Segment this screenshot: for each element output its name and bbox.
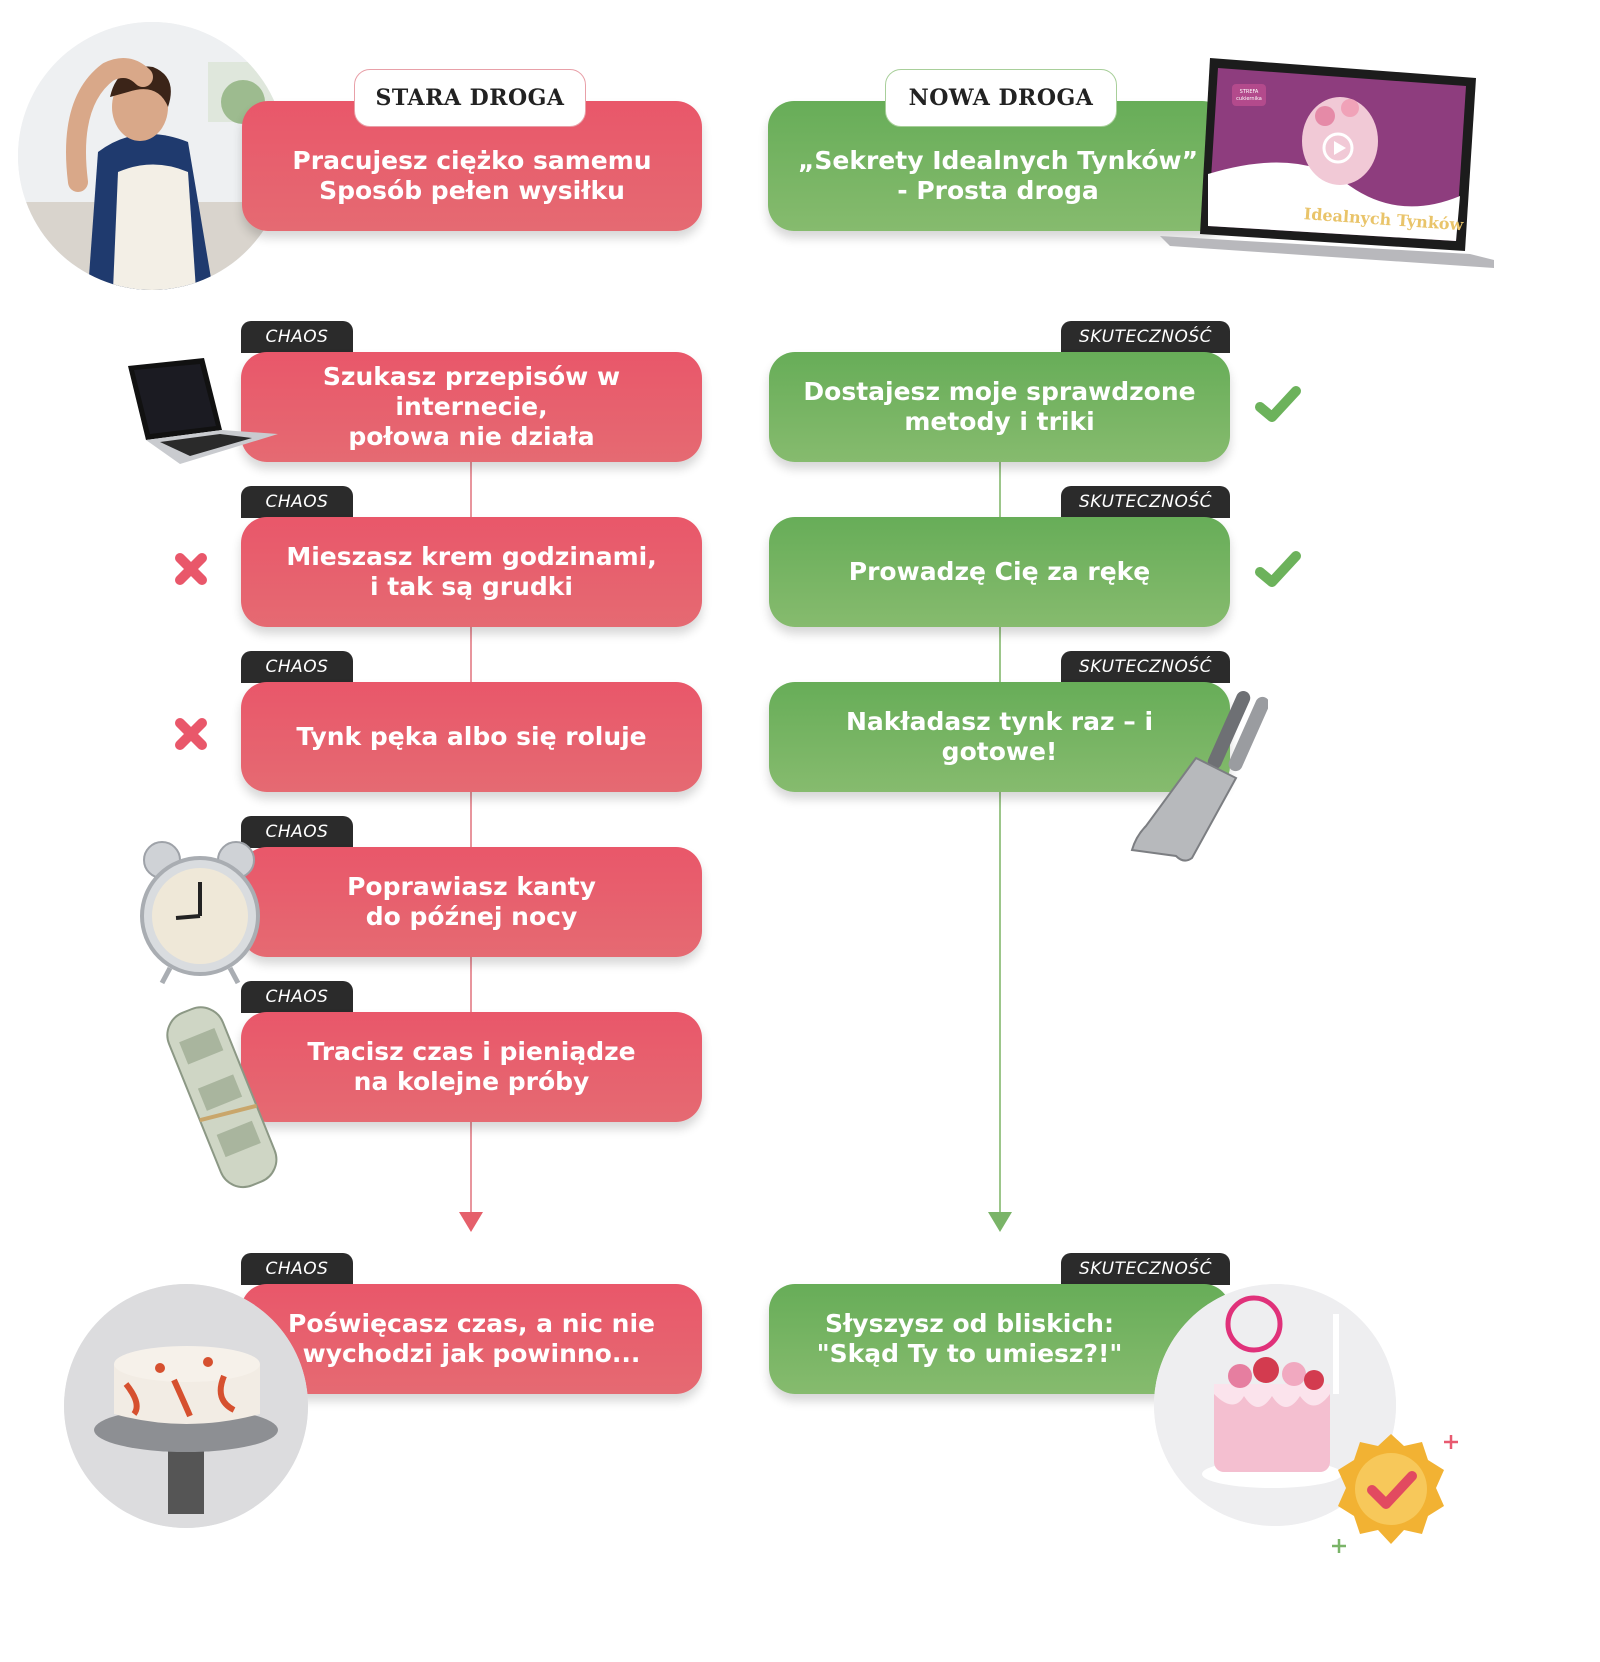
new-way-title: NOWA DROGA <box>908 85 1094 111</box>
success-tag: SKUTECZNOŚĆ <box>1061 1253 1230 1285</box>
new-step-text: Nakładasz tynk raz – i gotowe! <box>845 707 1154 766</box>
svg-text:cukiernika: cukiernika <box>1236 96 1262 102</box>
new-step-card: Dostajesz moje sprawdzone metody i triki <box>769 352 1230 462</box>
new-way-arrow <box>988 1212 1012 1232</box>
success-tag: SKUTECZNOŚĆ <box>1061 321 1230 353</box>
success-tag: SKUTECZNOŚĆ <box>1061 486 1230 518</box>
new-way-connector <box>999 460 1001 1212</box>
new-way-title-pill: NOWA DROGA <box>885 69 1117 127</box>
old-way-arrow <box>459 1212 483 1232</box>
old-step-card: Mieszasz krem godzinami, i tak są grudki <box>241 517 702 627</box>
old-way-header-text: Pracujesz ciężko samemu Sposób pełen wys… <box>292 146 652 205</box>
chaos-tag: CHAOS <box>241 816 353 848</box>
svg-text:STREFA: STREFA <box>1240 89 1259 95</box>
old-step-card: Tynk pęka albo się roluje <box>241 682 702 792</box>
new-result-text: Słyszysz od bliskich: "Skąd Ty to umiesz… <box>816 1309 1123 1368</box>
new-result-card: Słyszysz od bliskich: "Skąd Ty to umiesz… <box>769 1284 1230 1394</box>
alarm-clock-icon <box>132 838 268 986</box>
old-way-title-pill: STARA DROGA <box>354 69 586 127</box>
money-roll-icon <box>158 1000 288 1195</box>
old-step-text: Poprawiasz kanty do późnej nocy <box>347 872 596 931</box>
chaos-tag: CHAOS <box>241 321 353 353</box>
success-tag: SKUTECZNOŚĆ <box>1061 651 1230 683</box>
old-way-connector <box>470 460 472 1212</box>
old-step-text: Tynk pęka albo się roluje <box>296 722 647 751</box>
new-step-card: Prowadzę Cię za rękę <box>769 517 1230 627</box>
old-result-text: Poświęcasz czas, a nic nie wychodzi jak … <box>288 1309 655 1368</box>
check-icon <box>1254 548 1302 588</box>
sparkle-icon <box>1444 1434 1458 1449</box>
sparkle-icon <box>1332 1538 1346 1553</box>
old-step-card: Tracisz czas i pieniądze na kolejne prób… <box>241 1012 702 1122</box>
x-mark-icon <box>172 715 210 753</box>
old-step-card: Poprawiasz kanty do późnej nocy <box>241 847 702 957</box>
cake-spatula-icon <box>1126 686 1270 864</box>
laptop-icon <box>124 358 280 468</box>
chaos-tag: CHAOS <box>241 651 353 683</box>
old-step-card: Szukasz przepisów w internecie, połowa n… <box>241 352 702 462</box>
old-step-text: Mieszasz krem godzinami, i tak są grudki <box>286 542 657 601</box>
new-way-header-text: „Sekrety Idealnych Tynków” - Prosta drog… <box>797 146 1199 205</box>
new-step-text: Dostajesz moje sprawdzone metody i triki <box>803 377 1196 436</box>
chaos-tag: CHAOS <box>241 1253 353 1285</box>
old-step-text: Tracisz czas i pieniądze na kolejne prób… <box>307 1037 636 1096</box>
failed-cake-photo <box>64 1284 308 1528</box>
old-way-title: STARA DROGA <box>375 85 565 111</box>
x-mark-icon <box>172 550 210 588</box>
success-badge-icon <box>1332 1430 1450 1548</box>
old-result-card: Poświęcasz czas, a nic nie wychodzi jak … <box>241 1284 702 1394</box>
chaos-tag: CHAOS <box>241 486 353 518</box>
old-step-text: Szukasz przepisów w internecie, połowa n… <box>322 362 621 451</box>
check-icon <box>1254 383 1302 423</box>
new-step-text: Prowadzę Cię za rękę <box>848 557 1151 586</box>
course-laptop-image: STREFA cukiernika Sekrety Idealnych Tynk… <box>1160 56 1496 270</box>
chaos-tag: CHAOS <box>241 981 353 1013</box>
new-step-card: Nakładasz tynk raz – i gotowe! <box>769 682 1230 792</box>
